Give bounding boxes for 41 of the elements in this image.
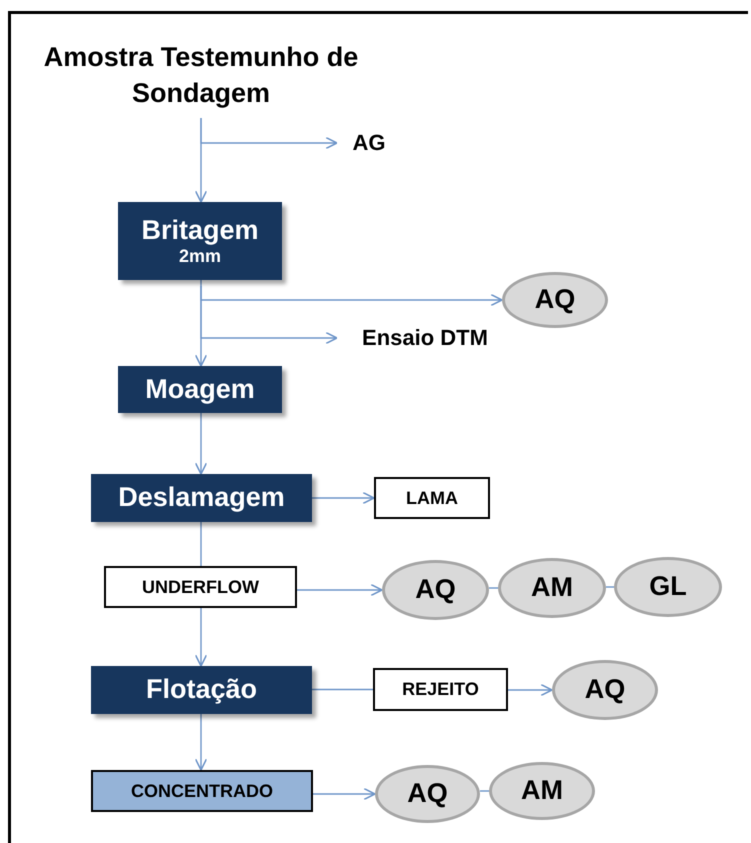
connector-line [480, 790, 489, 792]
text-label: Ensaio DTM [345, 323, 505, 353]
output-box [373, 668, 508, 711]
text-label: AG [345, 128, 393, 158]
arrow [194, 118, 208, 203]
box-sublabel: 2mm [178, 246, 222, 267]
output-box [374, 477, 490, 519]
text-label: Amostra Testemunho de Sondagem [36, 38, 366, 112]
arrow [297, 584, 383, 596]
arrow [194, 280, 208, 367]
process-box [118, 366, 282, 413]
box-label: AQ [534, 284, 576, 316]
box-label: AQ [584, 674, 626, 706]
connector-line [312, 688, 373, 690]
box-label: Deslamagem [118, 482, 285, 514]
box-label: AM [521, 775, 563, 807]
box-label: CONCENTRADO [131, 780, 273, 802]
connector-line [200, 522, 202, 566]
box-label: Moagem [145, 374, 255, 406]
process-box [118, 202, 282, 280]
connector-line [606, 586, 614, 588]
arrow [194, 413, 208, 475]
box-label: AM [531, 572, 573, 604]
arrow [194, 714, 208, 771]
output-box [104, 566, 297, 608]
connector-line [489, 587, 498, 589]
box-label: LAMA [406, 488, 458, 508]
arrow [194, 608, 208, 667]
process-box [91, 666, 312, 714]
process-box [91, 474, 312, 522]
box-label: UNDERFLOW [142, 576, 259, 598]
box-label: AQ [407, 778, 448, 810]
box-label: AQ [415, 574, 456, 606]
box-label: Britagem [141, 215, 259, 246]
box-label: Flotação [146, 674, 258, 706]
product-box [91, 770, 313, 812]
box-label: REJEITO [402, 679, 479, 700]
box-label: GL [649, 571, 687, 603]
arrow [508, 684, 553, 696]
arrow [313, 788, 376, 800]
arrow [312, 492, 375, 504]
